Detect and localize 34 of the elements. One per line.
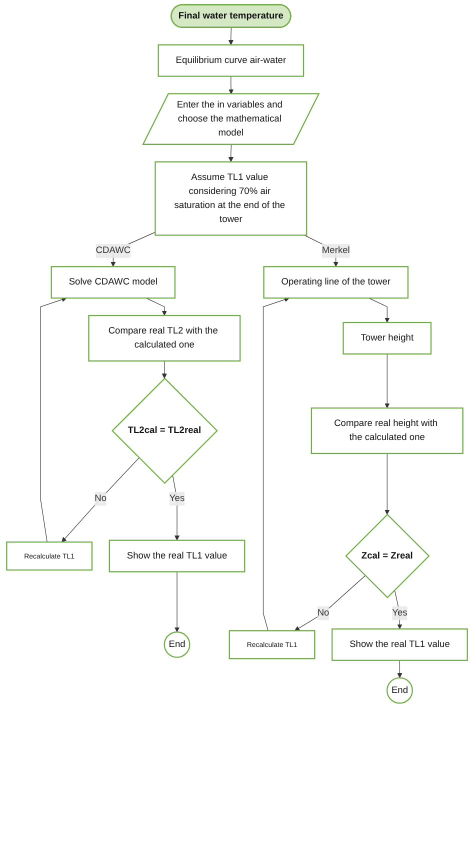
arrow <box>40 297 67 542</box>
node-box: Show the real TL1 value <box>108 540 246 572</box>
edge-label: Yes <box>392 608 408 618</box>
node-circle: End <box>386 677 413 704</box>
node-box: Compare real TL2 with the calculated one <box>88 314 241 362</box>
arrow <box>228 76 234 94</box>
node-box: Solve CDAWC model <box>50 266 176 299</box>
arrow <box>397 660 402 678</box>
node-box: Show the real TL1 value <box>332 628 468 661</box>
edge-label: Merkel <box>322 246 350 256</box>
arrow <box>174 571 180 632</box>
edge-label: No <box>317 608 330 618</box>
arrow <box>262 297 290 631</box>
node-box: Tower height <box>342 322 432 355</box>
node-circle: End <box>164 631 190 658</box>
node-diamond: Zcal = Zreal <box>345 514 430 598</box>
arrow <box>62 457 140 542</box>
arrow <box>162 360 167 379</box>
edge-label: CDAWC <box>96 246 131 256</box>
node-box: Compare real height with the calculated one <box>310 407 464 454</box>
node-box: Operating line of the tower <box>263 266 409 299</box>
node-diamond: TL2cal = TL2real <box>112 378 218 484</box>
edge-label: No <box>94 494 107 504</box>
arrow <box>384 354 390 408</box>
arrow <box>384 453 390 515</box>
node-box: Assume TL1 value considering 70% air saturation at the end of the tower <box>154 161 308 236</box>
arrow <box>368 298 390 323</box>
arrow <box>146 298 167 316</box>
arrow <box>172 474 180 541</box>
edge-label: Yes <box>169 494 185 504</box>
arrow <box>228 144 234 162</box>
arrow <box>294 575 366 631</box>
arrow <box>228 27 234 46</box>
node-box: Equilibrium curve air-water <box>158 44 304 77</box>
